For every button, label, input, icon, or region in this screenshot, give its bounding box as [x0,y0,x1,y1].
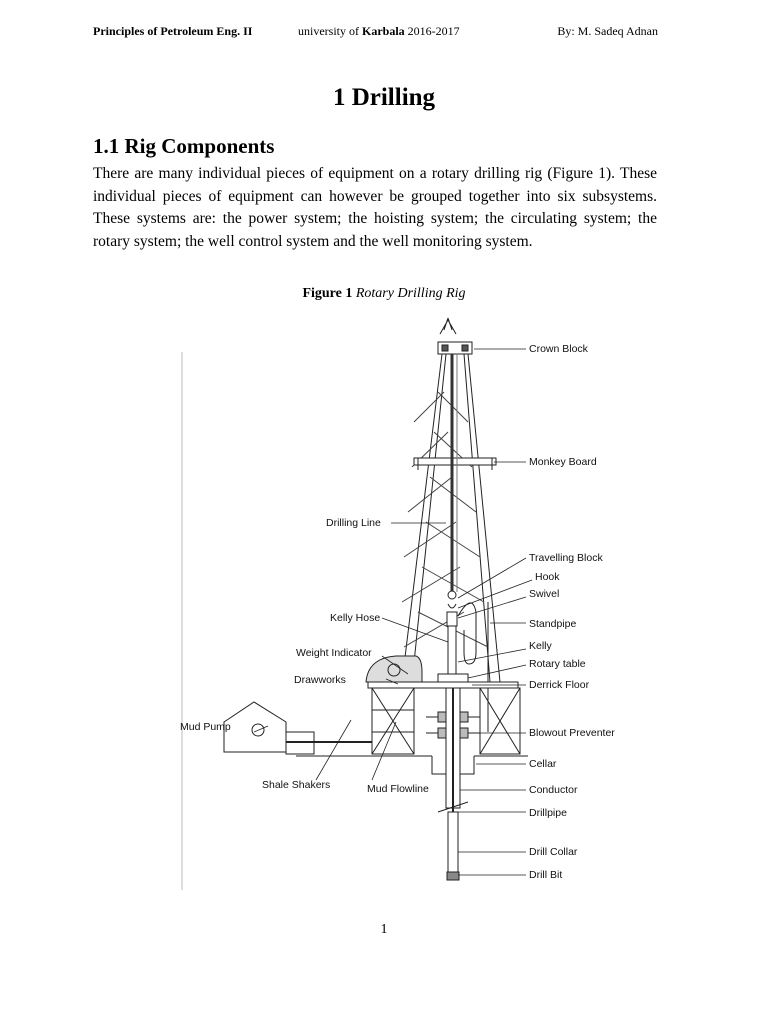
label-rotary-table: Rotary table [529,658,586,670]
drawworks-shape [365,655,423,683]
label-drilling-line: Drilling Line [326,517,381,529]
label-cellar: Cellar [529,758,557,770]
label-blowout-preventer: Blowout Preventer [529,727,615,739]
label-monkey-board: Monkey Board [529,456,597,468]
figure-title: Rotary Drilling Rig [355,286,466,301]
label-travelling-block: Travelling Block [529,552,603,564]
chapter-title: 1 Drilling [332,84,436,111]
label-drillpipe: Drillpipe [529,807,567,819]
header-university-name: Karbala [362,24,405,38]
label-shale-shakers: Shale Shakers [262,779,330,791]
label-mud-pump: Mud Pump [180,721,231,733]
header-years: 2016-2017 [407,24,460,38]
page-number: 1 [380,922,388,937]
figure-label: Figure 1 [302,286,353,301]
label-kelly-hose: Kelly Hose [330,612,380,624]
section-title: 1.1 Rig Components [93,134,275,158]
label-drill-collar: Drill Collar [529,846,578,858]
wellbore-shape [437,687,469,881]
label-derrick-floor: Derrick Floor [529,679,590,691]
label-conductor: Conductor [529,784,578,796]
header-course: Principles of Petroleum Eng. II [93,24,253,38]
mud-pump-house-shape [223,701,372,755]
substructure-shape [371,687,521,755]
header-university: university of Karbala 2016-2017 [298,24,460,39]
rig-diagram-svg: Crown Block Monkey Board Drilling Line T… [180,317,615,890]
rig-diagram: Crown Block Monkey Board Drilling Line T… [176,312,636,892]
drilling-line-shape [450,354,458,592]
label-drawworks: Drawworks [294,674,346,686]
label-mud-flowline: Mud Flowline [367,783,429,795]
label-hook: Hook [535,571,560,583]
label-drill-bit: Drill Bit [529,869,562,881]
figure-caption: Figure 1 Rotary Drilling Rig [0,286,768,302]
header-university-prefix: university of [298,24,359,38]
travelling-block-shape [446,590,458,627]
label-kelly: Kelly [529,640,553,652]
label-weight-indicator: Weight Indicator [296,647,372,659]
label-crown-block: Crown Block [529,343,589,355]
header-author: By: M. Sadeq Adnan [557,24,658,38]
crown-block-shape [437,317,473,355]
label-standpipe: Standpipe [529,618,576,630]
ground-shape [296,755,528,775]
label-swivel: Swivel [529,588,559,600]
body-paragraph: There are many individual pieces of equi… [93,165,657,250]
